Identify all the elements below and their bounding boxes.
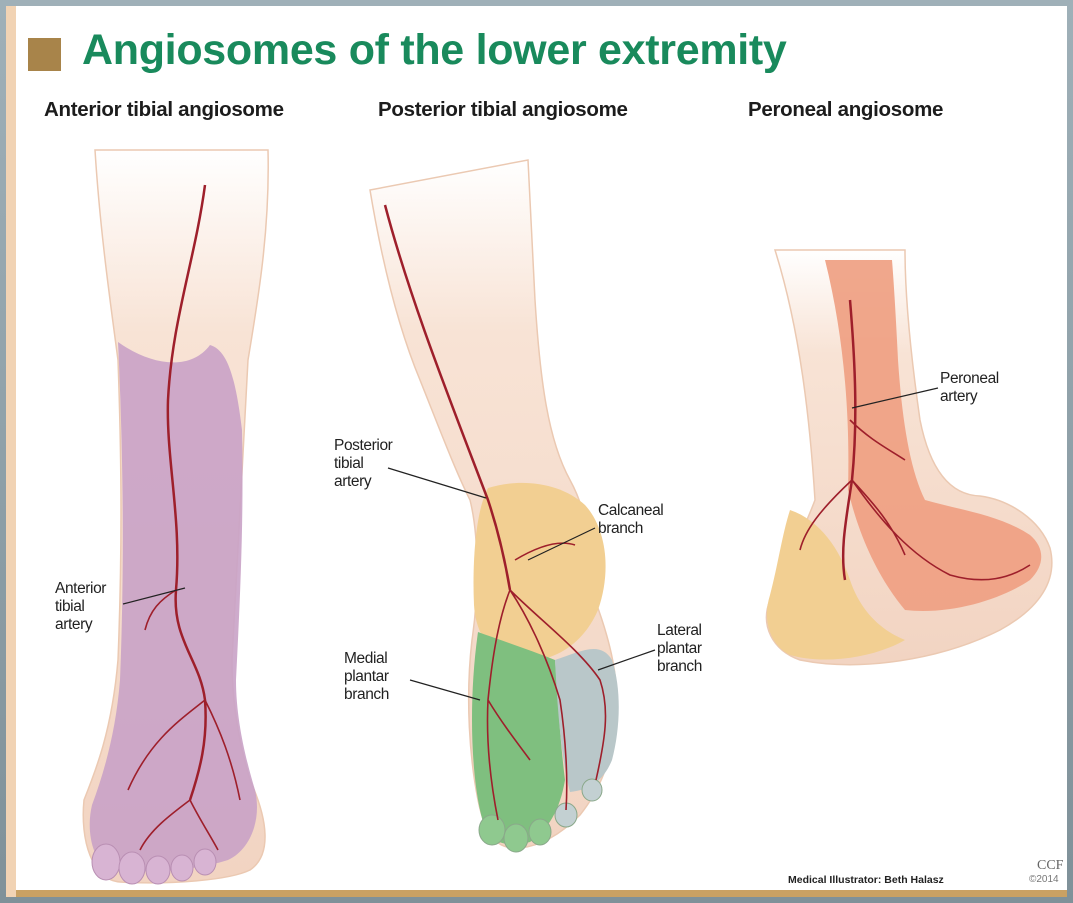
illustrator-credit: Medical Illustrator: Beth Halasz bbox=[788, 874, 944, 886]
label-medial-plantar-branch: Medial plantar branch bbox=[344, 650, 389, 704]
label-lateral-plantar-branch: Lateral plantar branch bbox=[657, 622, 702, 676]
label-peroneal-artery: Peroneal artery bbox=[940, 370, 999, 406]
anterior-leg-drawing bbox=[83, 150, 268, 884]
peroneal-leg-drawing bbox=[767, 250, 1052, 665]
label-posterior-tibial-artery: Posterior tibial artery bbox=[334, 437, 392, 491]
label-calcaneal-branch: Calcaneal branch bbox=[598, 502, 663, 538]
medial-plantar-angiosome-region bbox=[472, 632, 565, 845]
copyright-year: ©2014 bbox=[1029, 874, 1059, 885]
ccf-logo: CCF bbox=[1037, 858, 1063, 874]
label-anterior-tibial-artery: Anterior tibial artery bbox=[55, 580, 106, 634]
anterior-tibial-angiosome-region bbox=[90, 342, 257, 871]
